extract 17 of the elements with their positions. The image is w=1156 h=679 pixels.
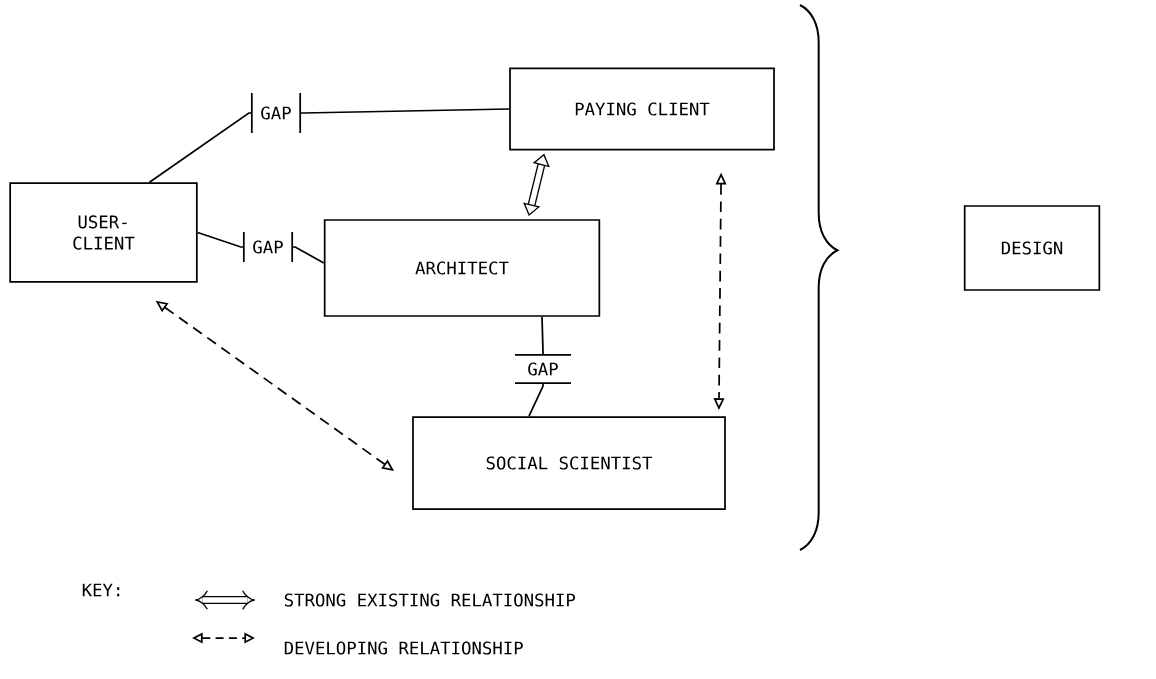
process-box: SOCIAL SCIENTIST [412, 416, 726, 510]
gap-label: GAP [528, 362, 558, 376]
process-box: PAYING CLIENT [509, 67, 775, 151]
process-box: ARCHITECT [323, 219, 601, 317]
connector [291, 246, 325, 264]
connector [541, 316, 544, 356]
key-label: KEY: [82, 583, 120, 597]
legend-text: STRONG EXISTING RELATIONSHIP [284, 593, 576, 607]
connector [148, 112, 253, 184]
process-box: USER- CLIENT [9, 182, 198, 283]
connector [299, 108, 510, 114]
process-box: DESIGN [963, 205, 1101, 291]
connector [196, 231, 245, 248]
connector [528, 382, 544, 417]
gap-label: GAP [253, 240, 283, 254]
legend-text: DEVELOPING RELATIONSHIP [284, 641, 523, 655]
gap-label: GAP [261, 106, 291, 120]
